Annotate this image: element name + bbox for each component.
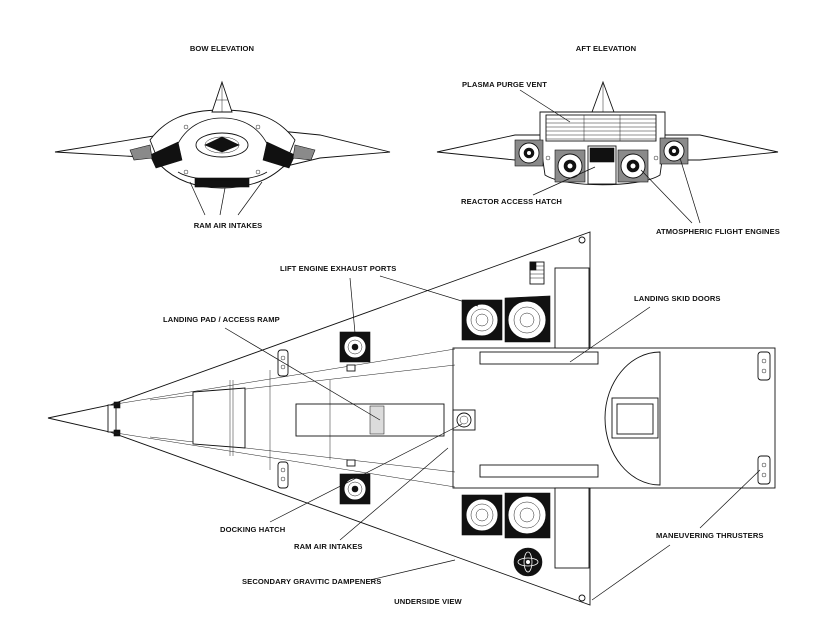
underside-thruster-lower bbox=[757, 455, 771, 485]
callout-ram-air-intakes-bow: RAM AIR INTAKES bbox=[194, 221, 263, 230]
underside-forward-panel bbox=[192, 387, 246, 449]
underside-skid-door-upper bbox=[479, 351, 599, 365]
underside-flag-insignia bbox=[529, 261, 545, 285]
underside-lift-engines-aft bbox=[461, 295, 551, 539]
underside-lift-engines-forward bbox=[339, 331, 371, 505]
bow-right-panel bbox=[292, 144, 316, 161]
underside-bay-upper bbox=[554, 267, 590, 349]
callout-ram-air-intakes-under: RAM AIR INTAKES bbox=[294, 542, 363, 551]
underside-left-slot-upper bbox=[277, 349, 289, 377]
bow-right-intake bbox=[262, 141, 296, 169]
underside-view: LIFT ENGINE EXHAUST PORTS LANDING SKID D… bbox=[47, 231, 776, 606]
underside-view-title: UNDERSIDE VIEW bbox=[394, 597, 462, 606]
bow-left-panel bbox=[129, 144, 153, 161]
aft-engines bbox=[514, 137, 689, 183]
callout-landing-pad-access-ramp: LANDING PAD / ACCESS RAMP bbox=[163, 315, 280, 324]
underside-left-slot-lower bbox=[277, 461, 289, 489]
bow-elevation-title: BOW ELEVATION bbox=[190, 44, 254, 53]
callout-secondary-gravitic-dampeners: SECONDARY GRAVITIC DAMPENERS bbox=[242, 577, 381, 586]
vent-louvers bbox=[546, 115, 656, 141]
underside-skid-door-lower bbox=[479, 464, 599, 478]
aft-plasma-purge-vent bbox=[545, 114, 657, 142]
callout-docking-hatch: DOCKING HATCH bbox=[220, 525, 285, 534]
underside-bay-lower bbox=[554, 487, 590, 569]
callout-landing-skid-doors: LANDING SKID DOORS bbox=[634, 294, 721, 303]
callout-lift-engine-exhaust-ports: LIFT ENGINE EXHAUST PORTS bbox=[280, 264, 396, 273]
callout-reactor-access-hatch: REACTOR ACCESS HATCH bbox=[461, 197, 562, 206]
callout-plasma-purge-vent: PLASMA PURGE VENT bbox=[462, 80, 547, 89]
bow-canopy bbox=[174, 117, 271, 151]
bow-elevation-view: BOW ELEVATION RAM AIR INTAKES bbox=[54, 44, 391, 230]
bow-left-intake bbox=[149, 141, 183, 169]
aft-elevation-title: AFT ELEVATION bbox=[576, 44, 637, 53]
underside-roundel-insignia bbox=[513, 547, 543, 577]
aft-elevation-view: AFT ELEVATION bbox=[436, 44, 780, 236]
underside-thruster-upper bbox=[757, 351, 771, 381]
callout-atmospheric-flight-engines: ATMOSPHERIC FLIGHT ENGINES bbox=[656, 227, 780, 236]
bow-cockpit-window bbox=[204, 136, 240, 153]
callout-maneuvering-thrusters: MANEUVERING THRUSTERS bbox=[656, 531, 764, 540]
bow-ram-air-intake bbox=[194, 177, 250, 188]
